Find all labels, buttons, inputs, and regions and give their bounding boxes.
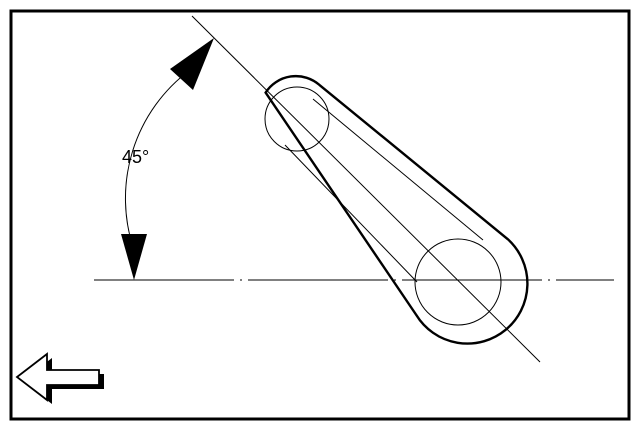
left-arrow-icon <box>15 352 104 404</box>
link-arm-outline <box>264 74 529 345</box>
link-inner-line-upper <box>312 98 484 241</box>
back-button[interactable] <box>15 352 104 404</box>
angle-arrowhead-upper <box>170 38 214 90</box>
small-pivot-circle <box>264 86 330 152</box>
link-inner-line-lower <box>284 144 418 283</box>
large-pivot-circle <box>414 238 502 326</box>
angle-dimension-arc <box>124 69 191 251</box>
inclined-centerline <box>191 15 541 363</box>
angle-arrowhead-lower <box>121 234 147 280</box>
diagram-frame <box>9 9 631 421</box>
angle-label: 45° <box>122 147 149 167</box>
